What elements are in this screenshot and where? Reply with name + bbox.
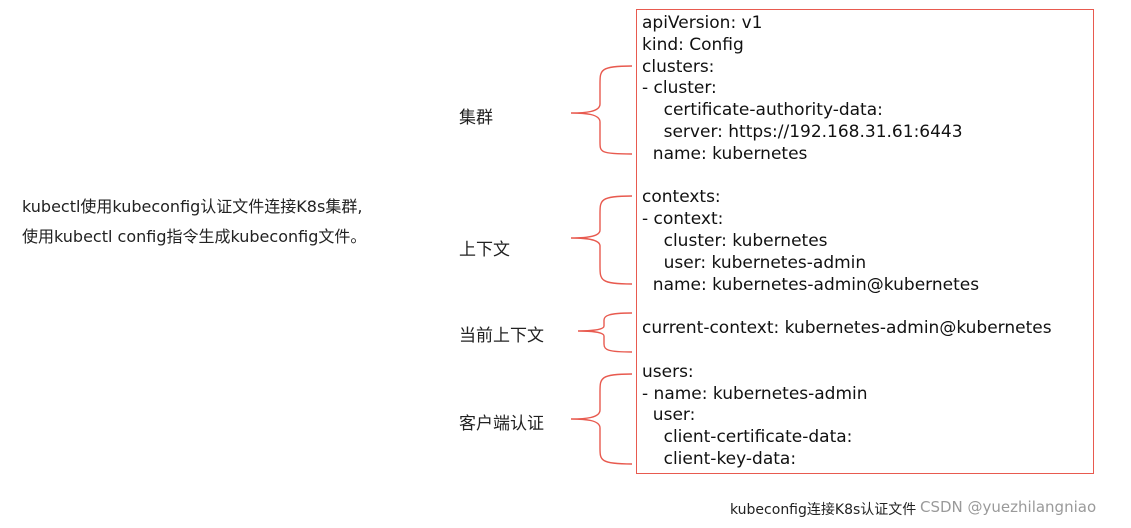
label-clusters: 集群 <box>459 108 493 128</box>
yaml-line: certificate-authority-data: <box>642 100 883 121</box>
watermark: CSDN @yuezhilangniao <box>920 498 1097 516</box>
yaml-line: cluster: kubernetes <box>642 230 828 251</box>
description-line-1: kubectl使用kubeconfig认证文件连接K8s集群, <box>22 197 363 216</box>
brace-current-context <box>577 312 633 353</box>
label-current-context: 当前上下文 <box>459 326 544 346</box>
yaml-line <box>642 340 1093 362</box>
kubeconfig-yaml-box: apiVersion: v1 kind: Config clusters: - … <box>636 9 1094 474</box>
brace-users <box>570 373 633 465</box>
yaml-line: kind: Config <box>642 34 744 55</box>
yaml-line: contexts: <box>642 187 721 208</box>
yaml-line: users: <box>642 361 694 382</box>
description-line-2: 使用kubectl config指令生成kubeconfig文件。 <box>22 227 367 246</box>
yaml-line: - context: <box>642 209 724 230</box>
yaml-line: client-key-data: <box>642 448 797 469</box>
yaml-line: - cluster: <box>642 78 717 99</box>
yaml-line: user: <box>642 405 696 426</box>
figure-caption: kubeconfig连接K8s认证文件 <box>730 502 917 518</box>
yaml-line: name: kubernetes <box>642 143 808 164</box>
yaml-line <box>642 296 1093 318</box>
yaml-line <box>642 166 1093 188</box>
yaml-line: user: kubernetes-admin <box>642 252 867 273</box>
yaml-line: server: https://192.168.31.61:6443 <box>642 121 963 142</box>
label-contexts: 上下文 <box>459 240 510 260</box>
description-text: kubectl使用kubeconfig认证文件连接K8s集群, 使用kubect… <box>22 192 366 252</box>
yaml-line: apiVersion: v1 <box>642 13 763 33</box>
yaml-line: current-context: kubernetes-admin@kubern… <box>642 318 1052 339</box>
yaml-line: - name: kubernetes-admin <box>642 383 868 404</box>
yaml-line: client-certificate-data: <box>642 427 853 448</box>
brace-contexts <box>570 195 633 285</box>
label-users: 客户端认证 <box>459 414 544 434</box>
yaml-line: name: kubernetes-admin@kubernetes <box>642 274 980 295</box>
yaml-line: clusters: <box>642 56 715 77</box>
brace-clusters <box>570 65 633 155</box>
